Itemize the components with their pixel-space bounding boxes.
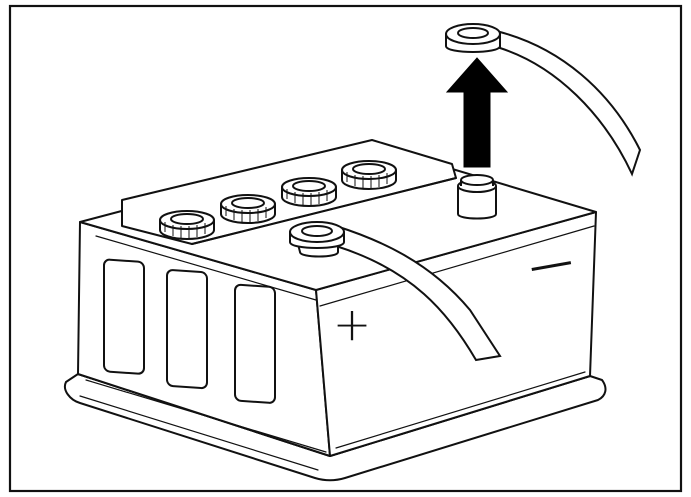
vent-cap-icon: [220, 194, 276, 224]
vent-cap-icon: [341, 160, 397, 190]
vent-caps: [159, 160, 397, 240]
negative-terminal-icon: [457, 174, 497, 220]
vent-cap-icon: [159, 210, 215, 240]
cable-clamp-icon: [445, 23, 642, 177]
side-window-1: [103, 258, 145, 375]
vent-cap-icon: [281, 177, 337, 207]
side-window-3: [234, 283, 276, 404]
positive-marking: +: [333, 297, 372, 351]
negative-cable: [499, 30, 642, 177]
up-arrow-icon: [445, 57, 509, 168]
negative-marking: —: [525, 235, 577, 293]
side-window-2: [166, 269, 208, 390]
positive-terminal-icon: [289, 221, 502, 362]
positive-cable: [335, 224, 502, 362]
battery-base: [64, 373, 607, 482]
